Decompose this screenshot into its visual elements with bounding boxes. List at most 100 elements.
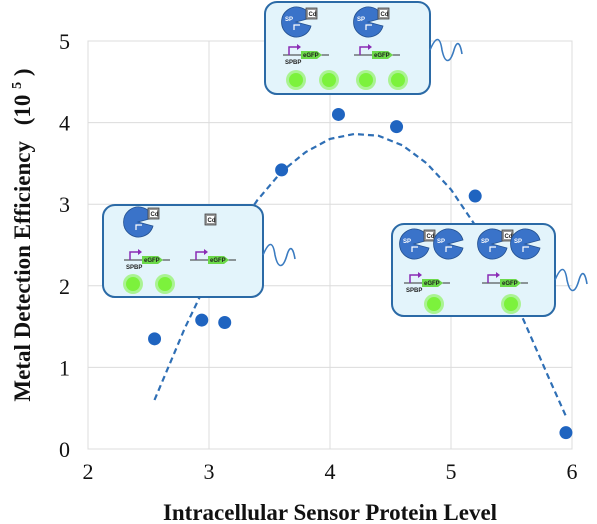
egfp-gene-icon	[301, 51, 322, 59]
gfp-glow-core	[391, 73, 405, 87]
metal-ion-inner	[308, 10, 315, 17]
promoter-arrow-icon	[445, 246, 452, 252]
egfp-gene-icon	[372, 51, 393, 59]
spbp-label: SPBP	[406, 288, 422, 294]
y-axis-unit-exponent: 5	[10, 82, 25, 89]
sensor-label: SP	[514, 239, 522, 245]
sensor-protein-icon	[353, 6, 384, 38]
metal-ion-inner	[380, 10, 387, 17]
y-axis-unit-base: (10	[10, 95, 35, 126]
sensor-protein-icon	[510, 228, 541, 260]
y-tick-label: 0	[59, 437, 70, 462]
egfp-label: eGFP	[502, 281, 518, 287]
y-tick-label: 2	[59, 274, 70, 299]
promoter-icon	[359, 46, 368, 55]
sensor-protein-icon	[477, 228, 508, 260]
spbp-label: SPBP	[126, 265, 142, 271]
y-tick-label: 1	[59, 355, 70, 380]
inset-squiggle	[429, 38, 463, 62]
promoter-icon	[195, 251, 204, 260]
inset-squiggle	[262, 243, 296, 267]
gfp-glow-core	[504, 297, 518, 311]
metal-label: Cd	[151, 212, 159, 218]
x-tick-label: 5	[446, 459, 457, 484]
x-tick-label: 2	[83, 459, 94, 484]
egfp-gene-icon	[422, 279, 443, 287]
sensor-protein-icon	[399, 228, 430, 260]
x-tick-label: 4	[325, 459, 336, 484]
promoter-arrow-icon	[365, 24, 372, 30]
promoter-icon	[129, 251, 138, 260]
egfp-label: eGFP	[303, 53, 319, 59]
y-axis-title-text: Metal Detection Efficiency	[10, 141, 35, 402]
spbp-label: SPBP	[285, 60, 301, 66]
metal-label: Cd	[505, 234, 513, 240]
data-point	[331, 107, 345, 121]
metal-label: Cd	[381, 12, 389, 18]
x-axis-title: Intracellular Sensor Protein Level	[163, 500, 497, 524]
promoter-icon	[288, 46, 297, 55]
gfp-glow-core	[126, 277, 140, 291]
promoter-arrowhead-icon	[138, 249, 142, 255]
egfp-gene-icon	[142, 256, 163, 264]
promoter-arrow-icon	[522, 246, 529, 252]
metal-label: Cd	[309, 12, 317, 18]
gfp-glow-core	[427, 297, 441, 311]
metal-ion-inner	[207, 216, 214, 223]
metal-label: Cd	[427, 234, 435, 240]
x-tick-label: 6	[567, 459, 578, 484]
sensor-label: SP	[403, 239, 411, 245]
y-axis-title: Metal Detection Efficiency (10 5 )	[1, 68, 35, 401]
y-axis-title-group: Metal Detection Efficiency (10 5 )	[1, 68, 35, 401]
promoter-arrowhead-icon	[418, 272, 422, 278]
data-point	[275, 163, 289, 177]
gfp-glow-core	[158, 277, 172, 291]
promoter-arrow-icon	[135, 224, 142, 230]
axes: 2 3 4 5 6 0 1 2 3 4 5	[59, 29, 578, 484]
sensor-protein-icon	[433, 228, 464, 260]
y-tick-label: 5	[59, 29, 70, 54]
metal-ion-inner	[426, 232, 433, 239]
y-tick-label: 4	[59, 111, 70, 136]
egfp-gene-icon	[500, 279, 521, 287]
promoter-icon	[487, 274, 496, 283]
sensor-protein-icon	[281, 6, 312, 38]
gfp-glow-core	[289, 73, 303, 87]
sensor-label: SP	[437, 239, 445, 245]
sensor-label: SP	[481, 239, 489, 245]
sensor-label: SP	[357, 17, 365, 23]
promoter-arrowhead-icon	[204, 249, 208, 255]
metal-ion-inner	[150, 210, 157, 217]
egfp-label: eGFP	[210, 258, 226, 264]
inset-squiggle	[554, 268, 588, 292]
egfp-label: eGFP	[374, 53, 390, 59]
egfp-label: eGFP	[144, 258, 160, 264]
data-points	[148, 107, 573, 440]
sensor-protein-icon	[123, 206, 154, 238]
egfp-gene-icon	[208, 256, 229, 264]
promoter-arrowhead-icon	[496, 272, 500, 278]
data-point	[390, 120, 404, 134]
promoter-arrow-icon	[411, 246, 418, 252]
sensor-label: SP	[285, 17, 293, 23]
promoter-arrow-icon	[293, 24, 300, 30]
promoter-arrowhead-icon	[368, 44, 372, 50]
data-point	[468, 189, 482, 203]
data-point	[195, 313, 209, 327]
promoter-icon	[409, 274, 418, 283]
metal-ion-inner	[504, 232, 511, 239]
data-point	[148, 332, 162, 346]
egfp-label: eGFP	[424, 281, 440, 287]
x-tick-label: 3	[204, 459, 215, 484]
promoter-arrowhead-icon	[297, 44, 301, 50]
promoter-arrow-icon	[489, 246, 496, 252]
data-point	[218, 316, 232, 330]
y-axis-unit-close: )	[10, 68, 35, 76]
gfp-glow-core	[322, 73, 336, 87]
metal-label: Cd	[208, 218, 216, 224]
y-tick-label: 3	[59, 192, 70, 217]
